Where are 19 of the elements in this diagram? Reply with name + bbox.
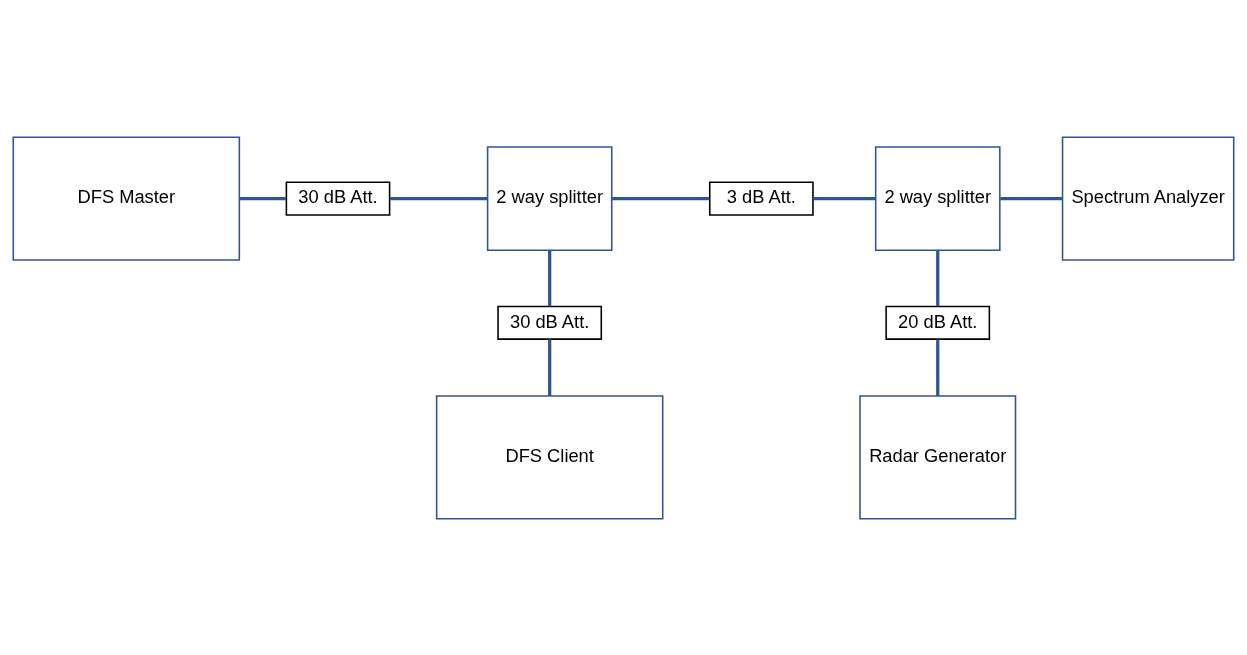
connector — [612, 196, 710, 200]
node-box: 30 dB Att. — [497, 305, 603, 340]
connector — [239, 196, 287, 200]
node-box: 3 dB Att. — [708, 181, 814, 216]
node-box: DFS Master — [12, 135, 241, 261]
connector — [813, 196, 876, 200]
node-box: 20 dB Att. — [885, 305, 991, 340]
connector — [548, 338, 552, 396]
connector — [1000, 196, 1063, 200]
connector — [548, 249, 552, 306]
connector — [936, 338, 940, 396]
node-box: 2 way splitter — [874, 145, 1001, 251]
node-box: 2 way splitter — [486, 145, 613, 251]
node-box: Spectrum Analyzer — [1061, 135, 1235, 261]
connector — [936, 249, 940, 306]
node-box: DFS Client — [435, 394, 664, 520]
node-box: 30 dB Att. — [285, 181, 391, 216]
connector — [389, 196, 488, 200]
node-box: Radar Generator — [859, 394, 1017, 520]
